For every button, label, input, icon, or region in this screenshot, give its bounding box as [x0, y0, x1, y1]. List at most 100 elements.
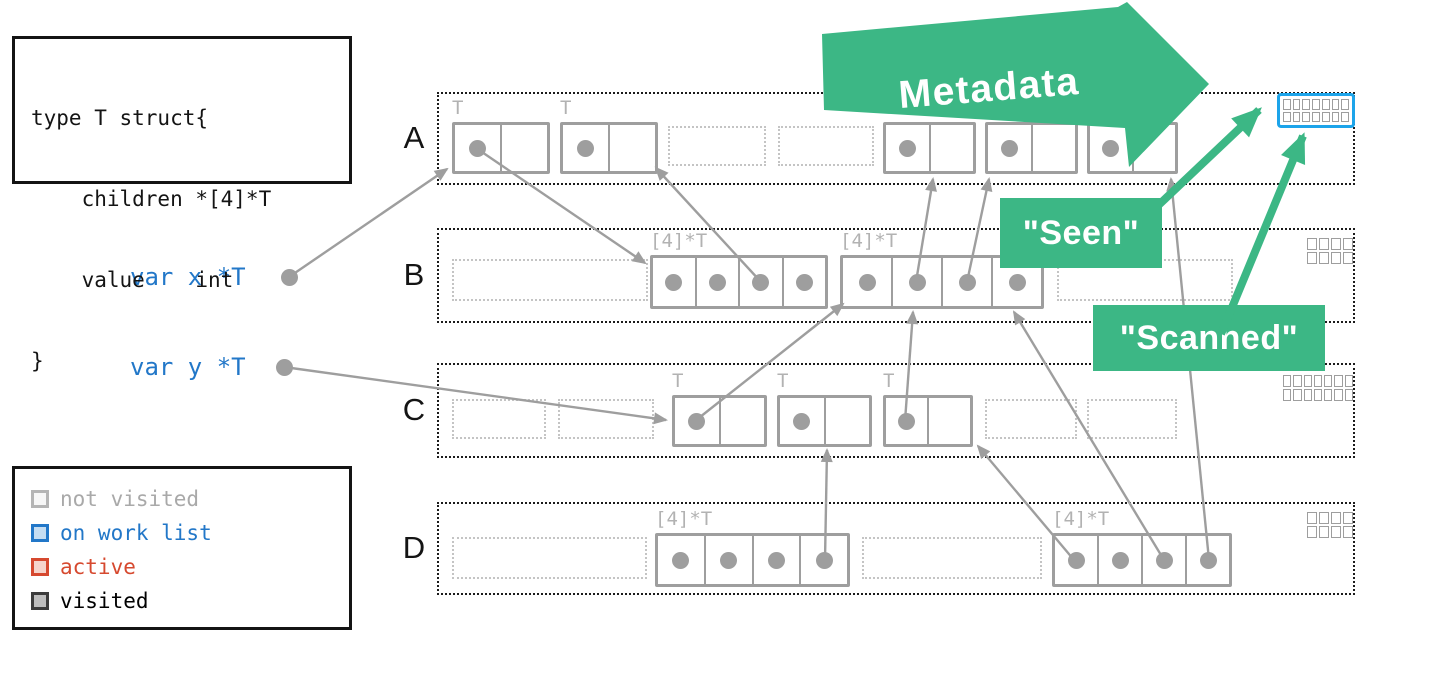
pointer-dot	[1102, 139, 1120, 157]
metadata-cell	[1344, 375, 1353, 387]
legend-item-active: active	[31, 550, 333, 584]
object-type-label: T	[452, 97, 464, 119]
pointer-cell	[891, 258, 941, 306]
legend-swatch-icon	[31, 558, 49, 576]
pointer-dot	[1199, 551, 1217, 569]
metadata-cell	[1283, 389, 1292, 401]
free-slot	[452, 259, 648, 301]
pointer-dot	[720, 551, 738, 569]
seen-label: "Seen"	[1000, 198, 1162, 268]
free-slot	[862, 537, 1042, 579]
object-type-label: T	[560, 97, 572, 119]
heap-row-D	[437, 502, 1355, 595]
pointer-cell	[455, 125, 500, 171]
free-slot	[668, 126, 766, 166]
pointer-dot	[767, 551, 785, 569]
heap-object-C3	[672, 395, 767, 447]
metadata-cell	[1293, 375, 1302, 387]
pointer-dot	[469, 139, 486, 157]
legend-item-visited: visited	[31, 584, 333, 618]
metadata-grid-D	[1307, 512, 1353, 538]
pointer-cell	[1055, 536, 1097, 584]
legend-box: not visited on work list active visited	[12, 466, 352, 630]
legend-item-label: visited	[60, 589, 149, 613]
object-type-label: [4]*T	[655, 508, 713, 530]
code-line: value int	[31, 268, 234, 292]
heap-object-C4	[777, 395, 872, 447]
metadata-cell	[1341, 111, 1349, 122]
metadata-cell	[1302, 111, 1311, 122]
pointer-dot	[577, 139, 594, 157]
pointer-cell	[658, 536, 704, 584]
pointer-cell	[703, 536, 752, 584]
legend-swatch-icon	[31, 592, 49, 610]
metadata-cell	[1313, 375, 1323, 387]
heap-row-label-C: C	[402, 391, 426, 427]
pointer-dot	[1000, 139, 1018, 157]
pointer-cell	[1141, 536, 1185, 584]
metadata-grid-B	[1307, 238, 1353, 264]
object-type-label: T	[883, 370, 895, 392]
metadata-cell	[1331, 252, 1341, 264]
legend-item-not-visited: not visited	[31, 482, 333, 516]
metadata-cell	[1312, 111, 1320, 122]
pointer-cell	[563, 125, 608, 171]
free-slot	[985, 399, 1077, 439]
pointer-cell	[751, 536, 800, 584]
metadata-cell	[1307, 512, 1317, 524]
pointer-dot	[795, 273, 813, 291]
metadata-cell	[1341, 99, 1349, 110]
pointer-dot	[665, 273, 683, 291]
metadata-grid-A	[1277, 93, 1355, 128]
metadata-cell	[1324, 389, 1333, 401]
heap-object-C5	[883, 395, 973, 447]
metadata-cell	[1292, 111, 1301, 122]
metadata-cell	[1319, 512, 1329, 524]
metadata-cell	[1319, 238, 1329, 250]
pointer-cell	[843, 258, 891, 306]
pointer-cell	[1131, 125, 1176, 171]
pointer-dot	[708, 273, 726, 291]
free-slot	[452, 399, 546, 439]
metadata-cell	[1321, 111, 1330, 122]
metadata-grid-C	[1283, 375, 1353, 401]
pointer-dot	[858, 273, 876, 291]
metadata-cell	[1331, 111, 1340, 122]
legend-items: not visited on work list active visited	[31, 482, 333, 618]
metadata-cell	[1334, 389, 1343, 401]
pointer-dot	[908, 273, 926, 291]
heap-row-label-A: A	[403, 119, 425, 155]
var-x-label: var x *T	[130, 263, 246, 291]
pointer-dot	[1067, 551, 1085, 569]
metadata-cell	[1292, 99, 1301, 110]
pointer-dot	[815, 551, 833, 569]
pointer-cell	[718, 398, 765, 444]
heap-object-A2	[560, 122, 658, 174]
pointer-cell	[500, 125, 547, 171]
pointer-dot	[793, 412, 811, 430]
pointer-cell	[1185, 536, 1229, 584]
metadata-cell	[1307, 252, 1317, 264]
pointer-cell	[653, 258, 695, 306]
heap-row-label-B: B	[403, 256, 425, 292]
heap-object-D2	[655, 533, 850, 587]
legend-item-label: on work list	[60, 521, 212, 545]
legend-item-label: not visited	[60, 487, 200, 511]
metadata-cell	[1343, 526, 1353, 538]
pointer-cell	[781, 258, 826, 306]
pointer-dot	[1155, 551, 1173, 569]
metadata-cell	[1313, 389, 1323, 401]
pointer-dot	[1008, 273, 1026, 291]
legend-swatch-icon	[31, 524, 49, 542]
metadata-cell	[1283, 99, 1291, 110]
metadata-cell	[1324, 375, 1333, 387]
object-type-label: [4]*T	[1052, 508, 1110, 530]
metadata-cell	[1302, 99, 1311, 110]
free-slot	[558, 399, 654, 439]
pointer-cell	[780, 398, 824, 444]
code-line: children *[4]*T	[31, 187, 272, 211]
free-slot	[778, 126, 874, 166]
metadata-cell	[1303, 389, 1312, 401]
pointer-dot	[752, 273, 770, 291]
metadata-cell	[1283, 375, 1292, 387]
